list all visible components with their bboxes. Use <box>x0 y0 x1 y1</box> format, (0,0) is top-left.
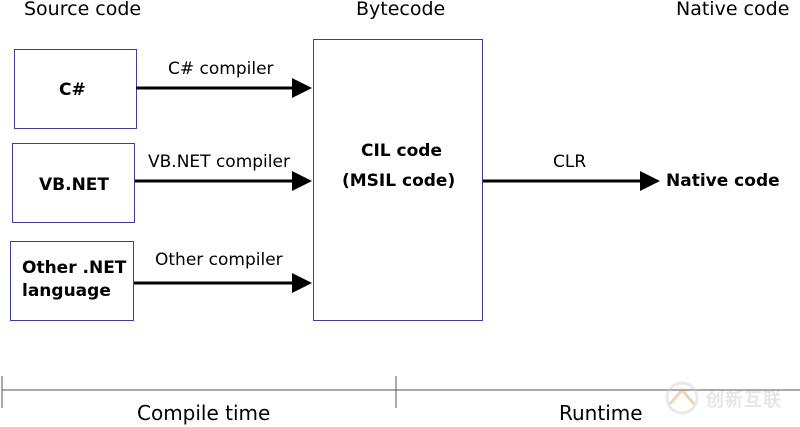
edge-label-csharp-compiler: C# compiler <box>168 59 274 79</box>
source-box-other: Other .NET language <box>10 241 134 321</box>
source-box-csharp: C# <box>14 49 137 129</box>
source-box-vbnet: VB.NET <box>12 143 135 223</box>
column-title-native: Native code <box>676 0 790 20</box>
timeline-axis <box>1 376 800 408</box>
arrow-other-to-cil <box>134 273 312 293</box>
watermark: 创新互联 <box>662 378 800 418</box>
phase-runtime: Runtime <box>559 401 643 425</box>
brand-logo-icon <box>665 381 699 415</box>
phase-compile-time: Compile time <box>137 401 271 425</box>
edge-label-clr: CLR <box>553 152 587 172</box>
column-title-bytecode: Bytecode <box>356 0 446 20</box>
native-code-target: Native code <box>666 171 780 191</box>
source-label-csharp: C# <box>59 80 86 100</box>
source-label-other-line1: Other .NET <box>22 258 127 278</box>
source-label-vbnet: VB.NET <box>39 175 110 195</box>
arrow-csharp-to-cil <box>136 78 312 98</box>
watermark-text: 创新互联 <box>706 390 782 411</box>
arrow-vbnet-to-cil <box>135 171 312 191</box>
edge-label-other-compiler: Other compiler <box>155 250 283 270</box>
cil-box: CIL code (MSIL code) <box>313 39 483 321</box>
source-label-other-line2: language <box>22 281 111 301</box>
column-title-source: Source code <box>24 0 142 20</box>
cil-label-line2: (MSIL code) <box>342 171 456 191</box>
cil-label-line1: CIL code <box>361 141 443 161</box>
arrow-cil-to-native <box>483 171 660 191</box>
edge-label-vbnet-compiler: VB.NET compiler <box>148 152 290 172</box>
